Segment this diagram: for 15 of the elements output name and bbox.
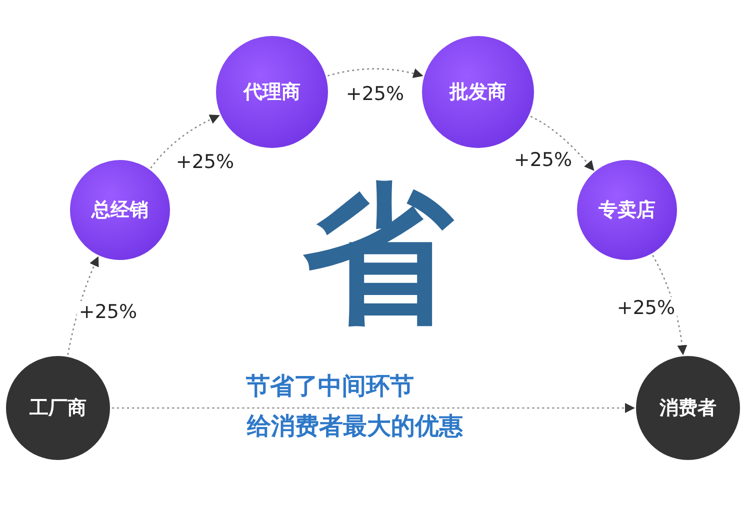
dotted-arrow (652, 254, 688, 356)
node-label: 工厂商 (30, 396, 86, 421)
dotted-arrow (328, 68, 424, 78)
node-label: 消费者 (660, 396, 716, 421)
dotted-arrow (112, 403, 635, 413)
big-character: 省 (303, 180, 453, 330)
node-label: 批发商 (450, 80, 506, 105)
node-label: 专卖店 (598, 198, 656, 223)
dotted-arrow (150, 114, 220, 168)
node-label: 总经销 (92, 198, 148, 223)
slogan-text: 节省了中间环节 (246, 374, 414, 398)
dotted-arrow (530, 116, 594, 171)
slogan-text: 给消费者最大的优惠 (247, 414, 463, 438)
node-label: 代理商 (244, 80, 300, 105)
dotted-arrow (67, 256, 99, 356)
